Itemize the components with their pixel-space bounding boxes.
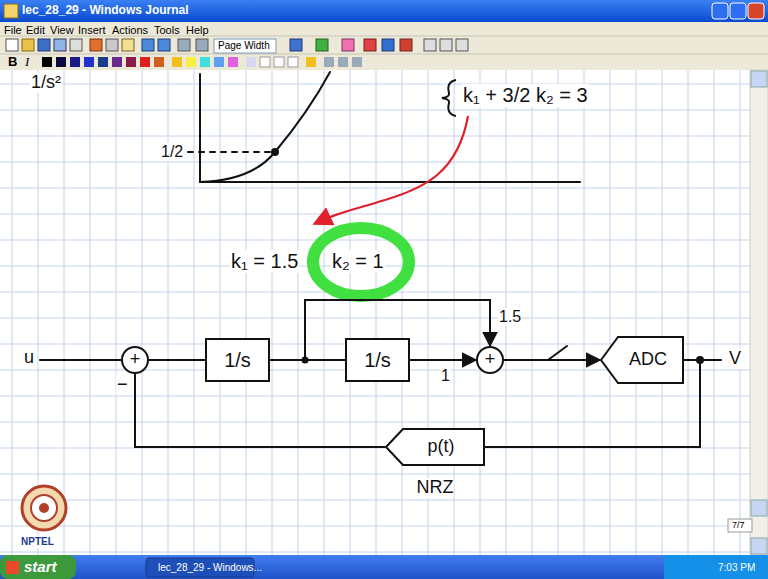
- page-number: 7/7: [732, 520, 745, 530]
- menu-item: Insert: [78, 24, 106, 37]
- gain-value: 1.5: [498, 308, 522, 326]
- gain-value: 1: [440, 367, 451, 385]
- page-grid: [0, 70, 750, 555]
- signal-name: u: [23, 347, 35, 368]
- node-label: +: [130, 350, 141, 370]
- equation: k₁ = 1.5: [230, 250, 299, 273]
- signal-wire: [135, 374, 385, 447]
- window-title: lec_28_29 - Windows Journal: [22, 4, 189, 18]
- start-button: [0, 555, 76, 579]
- journal-page: [0, 70, 750, 555]
- scroll-up: [751, 71, 767, 87]
- logo-text: NPTEL: [20, 536, 55, 548]
- node-label: 1/s: [364, 349, 391, 371]
- menu-item: View: [50, 24, 74, 37]
- color-swatches: [42, 57, 362, 67]
- title-bar: [0, 0, 768, 22]
- signal-wire: [504, 359, 600, 361]
- sign: −: [116, 374, 129, 395]
- toolbar-area: [0, 22, 768, 70]
- app-icon: [4, 4, 18, 18]
- adc-block: ADC: [600, 336, 684, 384]
- system-tray: [664, 555, 768, 579]
- italic-button: I: [25, 55, 29, 70]
- menu-item: Edit: [26, 24, 45, 37]
- toolbar-icons: [6, 39, 468, 53]
- equation: k₁ + 3/2 k₂ = 3: [462, 84, 589, 107]
- scroll-down: [751, 538, 767, 554]
- separator: [0, 54, 768, 55]
- menu-item: Actions: [112, 24, 148, 37]
- node-heading: NRZ: [417, 478, 454, 498]
- highlight-ellipse: [313, 228, 409, 296]
- taskbar: [0, 555, 768, 579]
- transfer-function: 1/s²: [30, 72, 62, 93]
- node-label: p(t): [416, 437, 455, 457]
- windows-logo: [6, 561, 19, 574]
- equation: k₂ = 1: [331, 250, 385, 273]
- node-label: 1/s: [224, 349, 251, 371]
- bold-button: B: [8, 55, 17, 70]
- task-label: lec_28_29 - Windows...: [158, 562, 262, 574]
- signal-wire: [149, 359, 205, 361]
- summing-junction: +: [476, 346, 504, 374]
- node-label: +: [485, 350, 496, 370]
- integrator-box: 1/s: [345, 338, 410, 382]
- zoom-dropdown: Page Width: [218, 40, 270, 52]
- close-button: [748, 3, 764, 19]
- red-arrow: [316, 116, 468, 223]
- menu-item: Tools: [154, 24, 180, 37]
- menu-item: Help: [186, 24, 209, 37]
- node-label: ADC: [617, 350, 667, 370]
- maximize-button: [730, 3, 746, 19]
- signal-name: V: [728, 348, 742, 369]
- integrator-box: 1/s: [205, 338, 270, 382]
- page-indicator: [728, 519, 752, 532]
- signal-wire: [410, 359, 476, 361]
- nptel-logo: [22, 486, 66, 530]
- clock: 7:03 PM: [718, 562, 755, 574]
- scroll-thumb: [751, 500, 767, 516]
- graph-point: [271, 148, 279, 156]
- axis-value: 1/2: [160, 143, 184, 161]
- menu-item: File: [4, 24, 22, 37]
- summing-junction: +: [121, 346, 149, 374]
- start-label: start: [24, 558, 57, 575]
- brace: [442, 80, 456, 116]
- minimize-button: [712, 3, 728, 19]
- scrollbar: [750, 70, 768, 555]
- dac-pulse-block: p(t)NRZ: [385, 428, 485, 466]
